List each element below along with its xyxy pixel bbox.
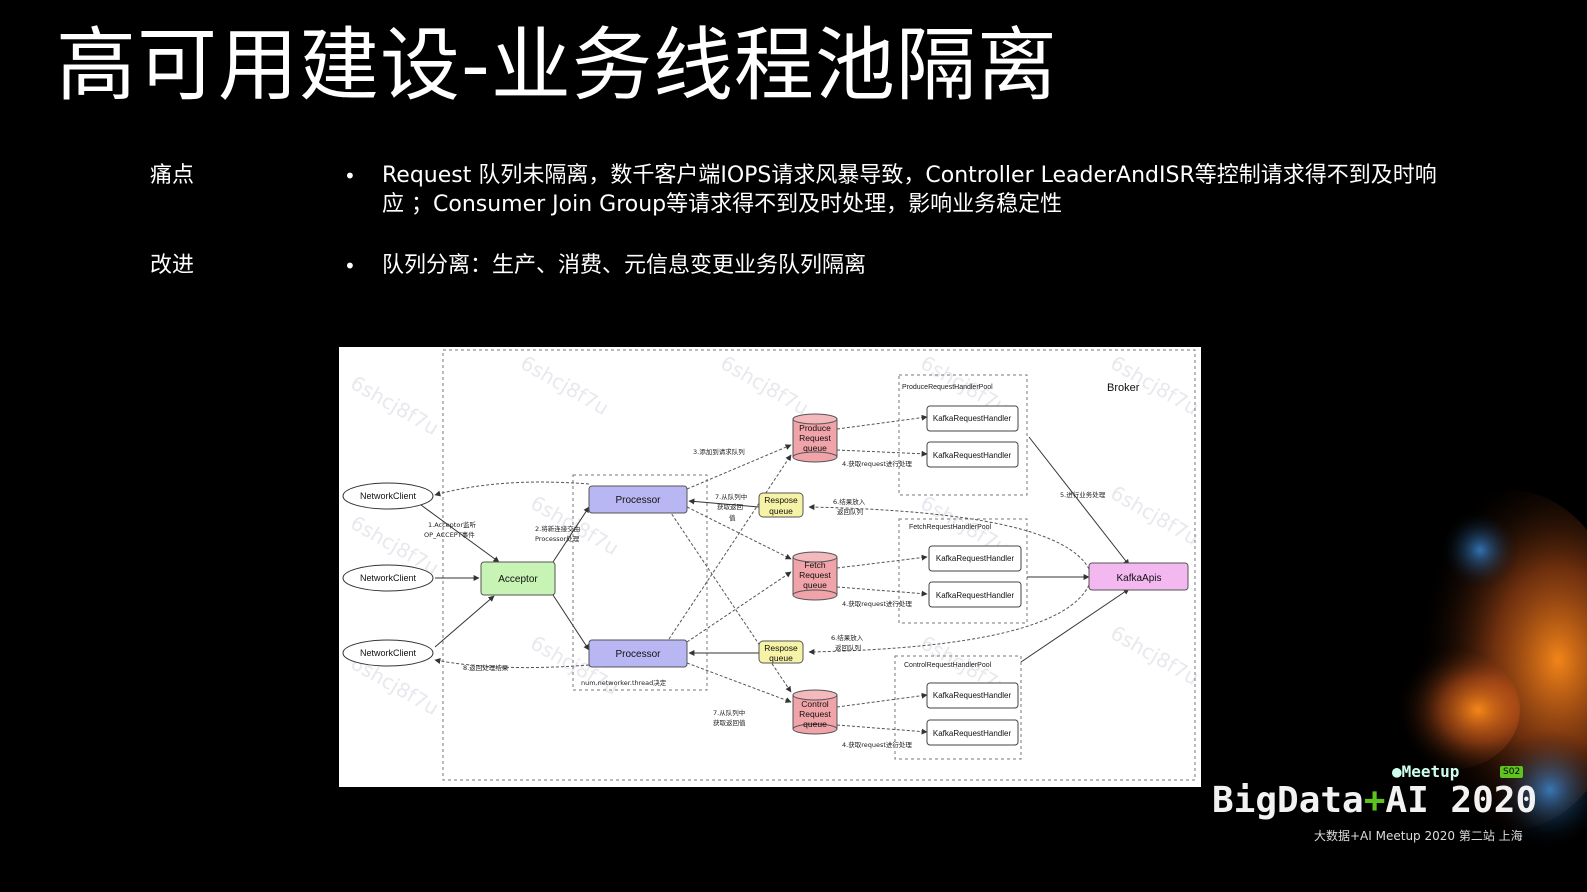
response-queue-2-line2: queue [769,653,793,663]
control-handler-1-label: KafkaRequestHandler [933,691,1012,700]
step-6a-line1: 6.结果放入 [833,497,866,506]
step-4-fetch: 4.获取request进行处理 [842,599,912,608]
fetch-pool-label: FetchRequestHandlerPool [909,524,992,531]
fetch-handler-1 [928,545,1022,572]
bullet-improvement: • [344,254,356,278]
processor-1-node [588,485,688,514]
fetch-handler-1-label: KafkaRequestHandler [936,554,1015,563]
processor-1-label: Processor [615,495,661,506]
kafka-apis-node [1088,562,1189,591]
network-client-1 [342,482,434,510]
produce-queue-line1: Produce [799,423,831,433]
processor-2-label: Processor [615,649,661,660]
step-2-line1: 2.将新连接交由 [535,524,580,533]
event-subtitle: 大数据+AI Meetup 2020 第二站 上海 [1314,829,1523,843]
control-pool-label: ControlRequestHandlerPool [904,662,992,669]
step-1-line2: OP_ACCEPT事件 [424,530,475,539]
produce-handler-2 [926,441,1019,468]
step-1-line1: 1.Acceptor监听 [428,520,477,529]
meetup-logo: ●Meetup [1392,762,1459,781]
fetch-request-queue [792,551,838,601]
control-queue-line2: Request [799,709,831,719]
fetch-queue-line1: Fetch [804,560,826,570]
control-handler-2-label: KafkaRequestHandler [933,729,1012,738]
step-6b-line2: 返回队列 [835,643,861,652]
kafka-broker-diagram: 6shcj8f7u 6shcj8f7u 6shcj8f7u 6shcj8f7u … [339,347,1201,787]
meetup-icon: ● [1392,762,1402,781]
meetup-text: Meetup [1401,762,1460,781]
watermark-2: 6shcj8f7u [517,351,613,421]
control-pool-boundary [894,655,1022,760]
step-7b-line2: 获取返回值 [713,718,746,727]
fetch-handler-2-label: KafkaRequestHandler [936,591,1015,600]
label-improvement: 改进 [150,253,195,278]
network-client-2 [342,564,434,592]
brand-name-a: BigData [1212,780,1364,821]
step-6a-line2: 返回队列 [837,507,863,516]
fetch-queue-line2: Request [799,570,831,580]
label-pain-points: 痛点 [150,163,195,188]
step-7a-line2: 获取返回 [717,502,743,511]
produce-handler-1-label: KafkaRequestHandler [933,414,1012,423]
produce-pool-label: ProduceRequestHandlerPool [902,384,993,391]
network-client-3 [342,639,434,667]
response-queue-1 [758,492,804,518]
pain-points-text: Request 队列未隔离，数千客户端IOPS请求风暴导致，Controller… [382,163,1437,217]
s02-badge: S02 [1500,766,1524,778]
produce-request-queue [792,413,838,463]
network-client-1-label: NetworkClient [360,491,417,501]
step-2-line2: Processor处理 [535,534,580,543]
produce-handler-2-label: KafkaRequestHandler [933,451,1012,460]
orange-particle-glow [1380,490,1587,850]
network-client-2-label: NetworkClient [360,573,417,583]
produce-pool-boundary [898,374,1028,496]
broker-label: Broker [1107,382,1140,394]
control-request-queue [792,689,838,735]
bullet-pain-points: • [344,164,356,188]
fetch-handler-2 [928,581,1022,608]
control-handler-1 [926,682,1019,709]
watermark-3: 6shcj8f7u [717,351,813,421]
step-7b-line1: 7.从队列中 [713,708,745,717]
step-3: 3.添加到请求队列 [693,447,745,456]
step-4-produce: 4.获取request进行处理 [842,459,912,468]
response-queue-2-line1: Respose [764,643,798,653]
acceptor-label: Acceptor [498,574,538,585]
produce-handler-1 [926,405,1019,432]
response-queue-1-line1: Respose [764,495,798,505]
watermark-9: 6shcj8f7u [1107,481,1202,551]
brand-plus: + [1363,780,1386,821]
control-handler-2 [926,719,1019,746]
slide-title: 高可用建设-业务线程池隔离 [56,19,1058,112]
acceptor-node [480,561,556,596]
control-queue-line3: queue [803,719,827,729]
processor-note: num.networker.thread决定 [581,678,667,687]
watermark-13: 6shcj8f7u [1107,621,1202,691]
produce-queue-line3: queue [803,443,827,453]
bigdata-ai-logo: BigData+AI 2020 [1212,780,1537,821]
step-4-control: 4.获取request进行处理 [842,740,912,749]
network-client-3-label: NetworkClient [360,648,417,658]
kafka-apis-label: KafkaApis [1116,573,1161,584]
improvement-text: 队列分离：生产、消费、元信息变更业务队列隔离 [382,253,867,278]
processor-2-node [588,639,688,668]
produce-queue-line2: Request [799,433,831,443]
step-6b-line1: 6.结果放入 [831,633,864,642]
fetch-pool-boundary [898,518,1028,624]
watermark-1: 6shcj8f7u [347,371,443,441]
broker-boundary [442,349,1196,781]
brand-name-b: AI 2020 [1385,780,1538,821]
processor-group-boundary [572,474,708,691]
step-7a-line1: 7.从队列中 [715,492,747,501]
diagram-canvas: 6shcj8f7u 6shcj8f7u 6shcj8f7u 6shcj8f7u … [342,349,1202,781]
response-queue-2 [758,640,804,664]
response-queue-1-line2: queue [769,506,793,516]
step-8: 8.返回处理结果 [463,663,509,672]
step-7a-line3: 值 [729,513,736,522]
fetch-queue-line3: queue [803,580,827,590]
step-5: 5.进行业务处理 [1060,490,1106,499]
control-queue-line1: Control [801,699,829,709]
